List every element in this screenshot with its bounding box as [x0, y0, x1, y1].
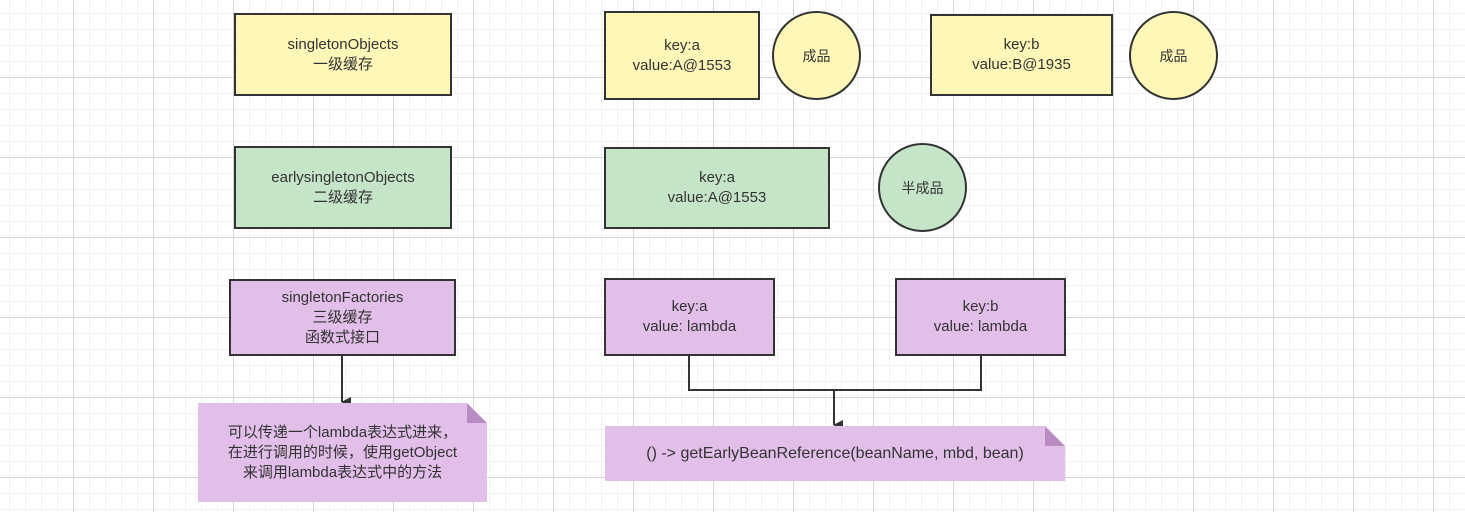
- finished-product-label-a: 成品: [802, 47, 831, 64]
- finished-product-circle-a: 成品: [772, 11, 861, 100]
- level1-entry-b-key: key:b: [1003, 36, 1040, 53]
- level3-entry-a-key: key:a: [671, 298, 708, 315]
- lambda-note-line-2: 在进行调用的时候，使用getObject: [227, 443, 458, 461]
- level1-entry-a-key: key:a: [664, 36, 700, 54]
- level1-entry-b-value: value:B@1935: [972, 56, 1071, 73]
- level2-cache-label: 二级缓存: [312, 188, 373, 206]
- semi-finished-label: 半成品: [901, 179, 944, 196]
- level2-entry-a: key:a value:A@1553: [604, 147, 830, 229]
- level1-entry-a-value: value:A@1553: [632, 56, 732, 74]
- level3-entry-b-key: key:b: [962, 298, 999, 315]
- lambda-explanation-note: 可以传递一个lambda表达式进来， 在进行调用的时候，使用getObject …: [198, 403, 487, 502]
- singleton-factories-box: singletonFactories 三级缓存 函数式接口: [229, 279, 456, 356]
- level3-entry-a-value: value: lambda: [642, 318, 737, 335]
- semi-finished-circle: 半成品: [878, 143, 967, 232]
- singleton-objects-label: singletonObjects: [287, 35, 399, 53]
- lambda-note-line-3: 来调用lambda表达式中的方法: [242, 463, 443, 481]
- functional-interface-label: 函数式接口: [304, 328, 380, 346]
- level3-entry-a: key:a value: lambda: [604, 278, 775, 356]
- early-singleton-objects-box: earlysingletonObjects 二级缓存: [234, 146, 452, 229]
- level1-entry-a: key:a value:A@1553: [604, 11, 760, 100]
- level3-entry-b: key:b value: lambda: [895, 278, 1066, 356]
- level1-cache-label: 一级缓存: [312, 55, 373, 73]
- lambda-merge-connector: [688, 356, 982, 391]
- lambda-note-line-1: 可以传递一个lambda表达式进来，: [227, 423, 458, 441]
- early-singleton-objects-label: earlysingletonObjects: [271, 168, 415, 186]
- level1-entry-b: key:b value:B@1935: [930, 14, 1113, 96]
- level2-entry-a-key: key:a: [699, 169, 735, 186]
- singleton-factories-label: singletonFactories: [281, 288, 404, 306]
- singleton-objects-box: singletonObjects 一级缓存: [234, 13, 452, 96]
- finished-product-circle-b: 成品: [1129, 11, 1218, 100]
- early-bean-reference-text: () -> getEarlyBeanReference(beanName, mb…: [646, 444, 1024, 462]
- level3-entry-b-value: value: lambda: [933, 318, 1028, 335]
- level3-cache-label: 三级缓存: [312, 308, 373, 326]
- level2-entry-a-value: value:A@1553: [667, 189, 767, 206]
- finished-product-label-b: 成品: [1159, 47, 1188, 64]
- early-bean-reference-note: () -> getEarlyBeanReference(beanName, mb…: [605, 426, 1065, 481]
